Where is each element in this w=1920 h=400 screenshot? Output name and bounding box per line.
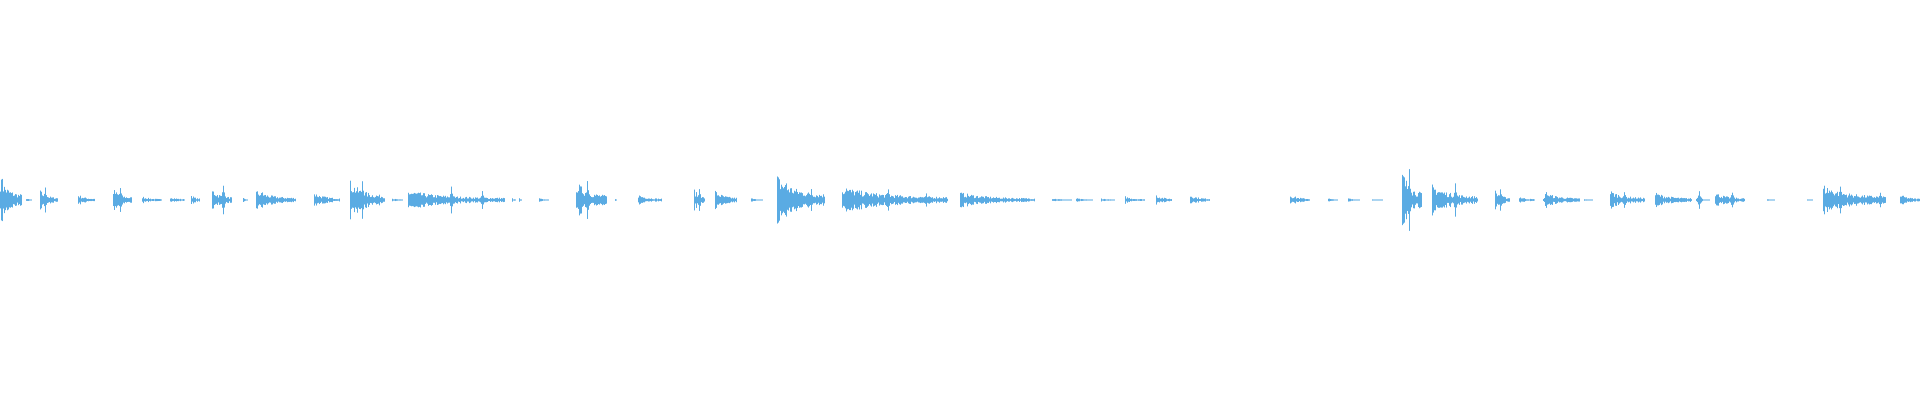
waveform-baseline bbox=[715, 199, 737, 201]
waveform-peak bbox=[1698, 195, 1699, 205]
waveform-baseline bbox=[1052, 199, 1072, 201]
waveform-baseline bbox=[392, 199, 403, 201]
waveform-baseline bbox=[1900, 199, 1920, 201]
waveform-baseline bbox=[1125, 199, 1145, 201]
waveform-baseline bbox=[539, 199, 549, 201]
waveform-baseline bbox=[256, 199, 296, 201]
waveform-baseline bbox=[243, 199, 248, 201]
waveform-baseline bbox=[170, 199, 185, 201]
waveform-baseline bbox=[408, 199, 505, 201]
waveform-baseline bbox=[1328, 199, 1338, 201]
waveform-peak bbox=[1544, 198, 1545, 202]
waveform-baseline bbox=[638, 199, 662, 201]
waveform-baseline bbox=[212, 199, 232, 201]
waveform-baseline bbox=[1715, 199, 1745, 201]
waveform-baseline bbox=[1823, 199, 1886, 201]
waveform-baseline bbox=[1348, 199, 1360, 201]
waveform-baseline bbox=[1372, 199, 1383, 201]
waveform-baseline bbox=[1584, 199, 1593, 201]
waveform-baseline bbox=[1290, 199, 1310, 201]
waveform-baseline bbox=[1655, 199, 1692, 201]
waveform-baseline bbox=[842, 199, 948, 201]
waveform-baseline bbox=[615, 199, 617, 201]
waveform-baseline bbox=[1767, 199, 1775, 201]
waveform-baseline bbox=[1190, 199, 1210, 201]
waveform-baseline bbox=[40, 199, 58, 201]
waveform-baseline bbox=[314, 199, 340, 201]
waveform-baseline bbox=[1076, 199, 1093, 201]
waveform-peak bbox=[1543, 198, 1544, 202]
waveform-bars bbox=[0, 169, 1920, 231]
waveform-baseline bbox=[191, 199, 200, 201]
waveform-baseline bbox=[1495, 199, 1510, 201]
waveform-baseline bbox=[777, 199, 825, 201]
waveform-baseline bbox=[576, 199, 607, 201]
waveform-peak bbox=[1697, 197, 1698, 203]
waveform-baseline bbox=[1101, 199, 1115, 201]
waveform-baseline bbox=[0, 199, 22, 201]
waveform-baseline bbox=[512, 199, 516, 201]
waveform-baseline bbox=[1402, 199, 1422, 201]
waveform-baseline bbox=[26, 199, 32, 201]
waveform-baseline bbox=[519, 199, 522, 201]
waveform-baseline bbox=[1545, 199, 1580, 201]
waveform-baseline bbox=[1807, 199, 1813, 201]
waveform-baseline bbox=[751, 199, 763, 201]
waveform-peak bbox=[1696, 198, 1697, 202]
waveform-baseline bbox=[1432, 199, 1478, 201]
waveform-baseline bbox=[1610, 199, 1645, 201]
waveform-peak bbox=[1699, 191, 1700, 209]
waveform-baseline bbox=[350, 199, 385, 201]
waveform-baseline bbox=[1519, 199, 1535, 201]
waveform-baseline bbox=[1700, 199, 1710, 201]
waveform-baseline bbox=[142, 199, 162, 201]
waveform-baseline bbox=[960, 199, 1035, 201]
waveform-baseline bbox=[694, 199, 705, 201]
waveform-baseline bbox=[1156, 199, 1172, 201]
waveform-baseline bbox=[113, 199, 132, 201]
waveform-baseline bbox=[78, 199, 95, 201]
